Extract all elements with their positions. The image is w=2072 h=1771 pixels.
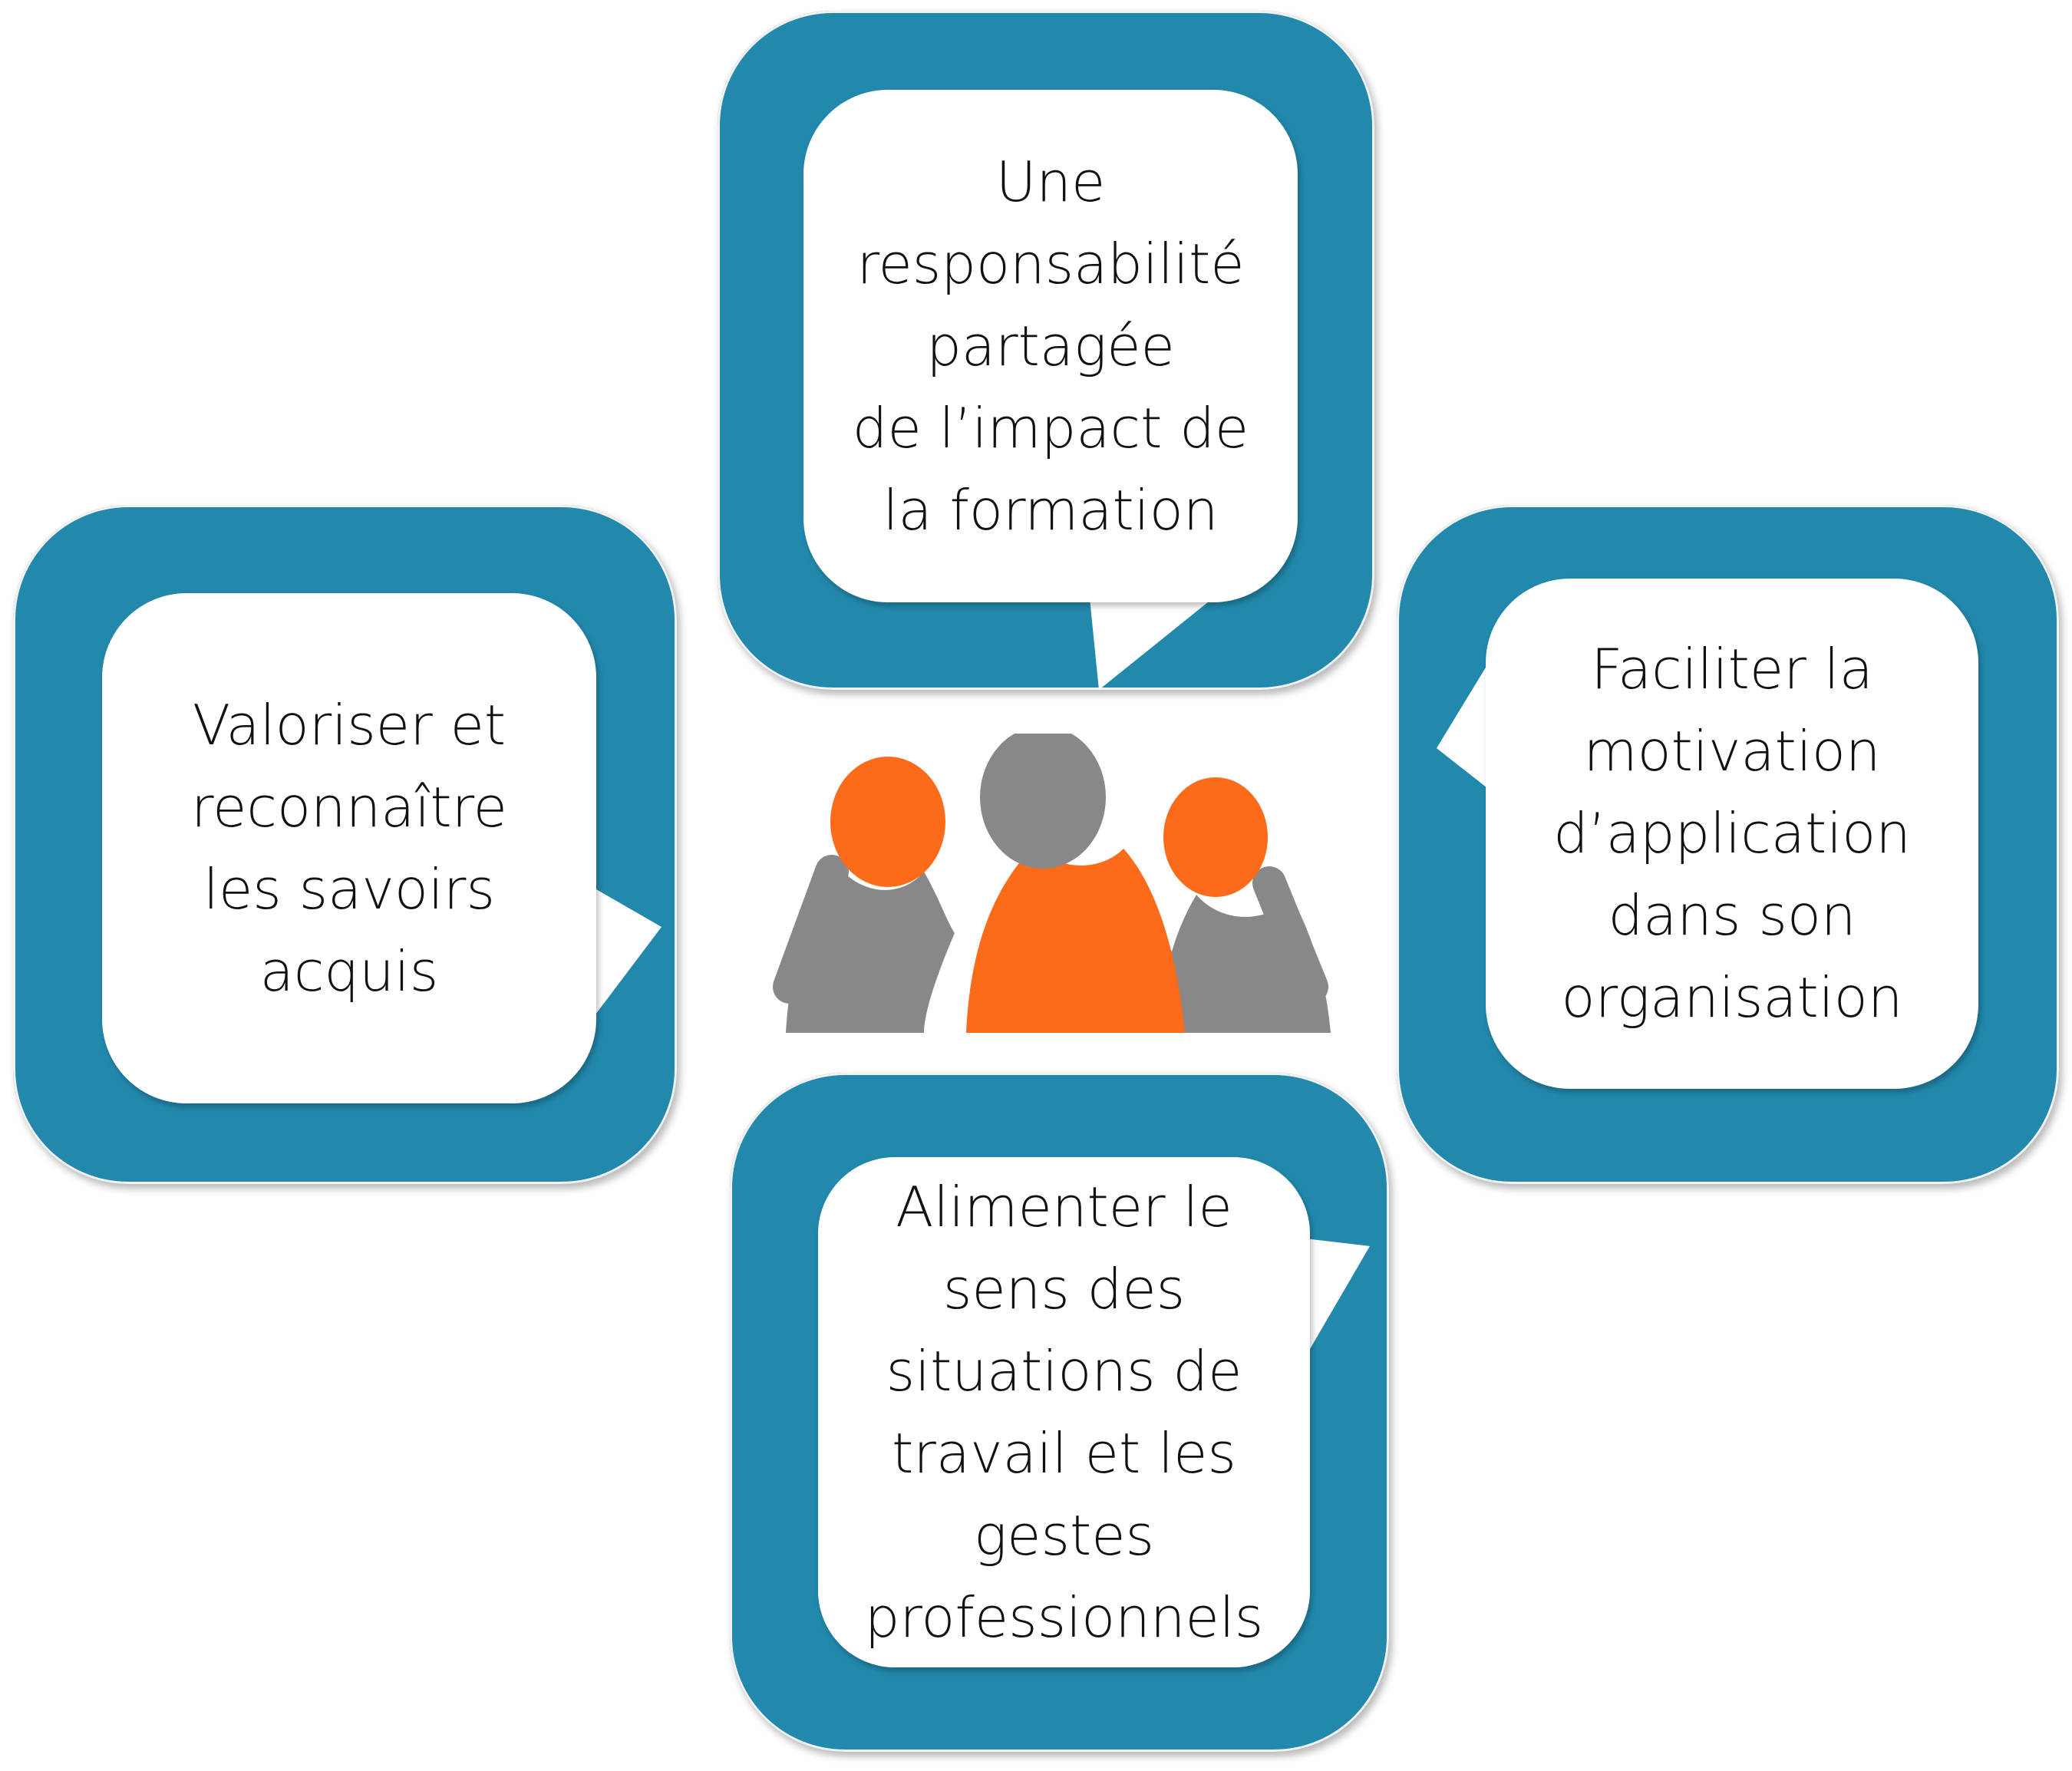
center-person-body [966, 845, 1185, 1033]
speech-bubble-top: Une responsabilité partagée de l’impact … [803, 90, 1298, 602]
speech-bubble-right: Faciliter la motivation d’application da… [1486, 579, 1978, 1089]
card-bottom-text: Alimenter le sens des situations de trav… [864, 1174, 1264, 1650]
group-of-people-icon [773, 734, 1331, 1033]
speech-bubble-left: Valoriser et reconnaître les savoirs acq… [102, 593, 596, 1103]
left-person-body [786, 868, 955, 1033]
right-person-head [1163, 777, 1268, 897]
speech-bubble-bottom: Alimenter le sens des situations de trav… [818, 1157, 1310, 1667]
left-person-head [830, 757, 945, 887]
right-person-body [1158, 895, 1331, 1033]
center-person-head [980, 734, 1106, 869]
card-top-text: Une responsabilité partagée de l’impact … [852, 149, 1249, 543]
card-left-text: Valoriser et reconnaître les savoirs acq… [191, 692, 507, 1004]
card-right-text: Faciliter la motivation d’application da… [1553, 637, 1911, 1030]
